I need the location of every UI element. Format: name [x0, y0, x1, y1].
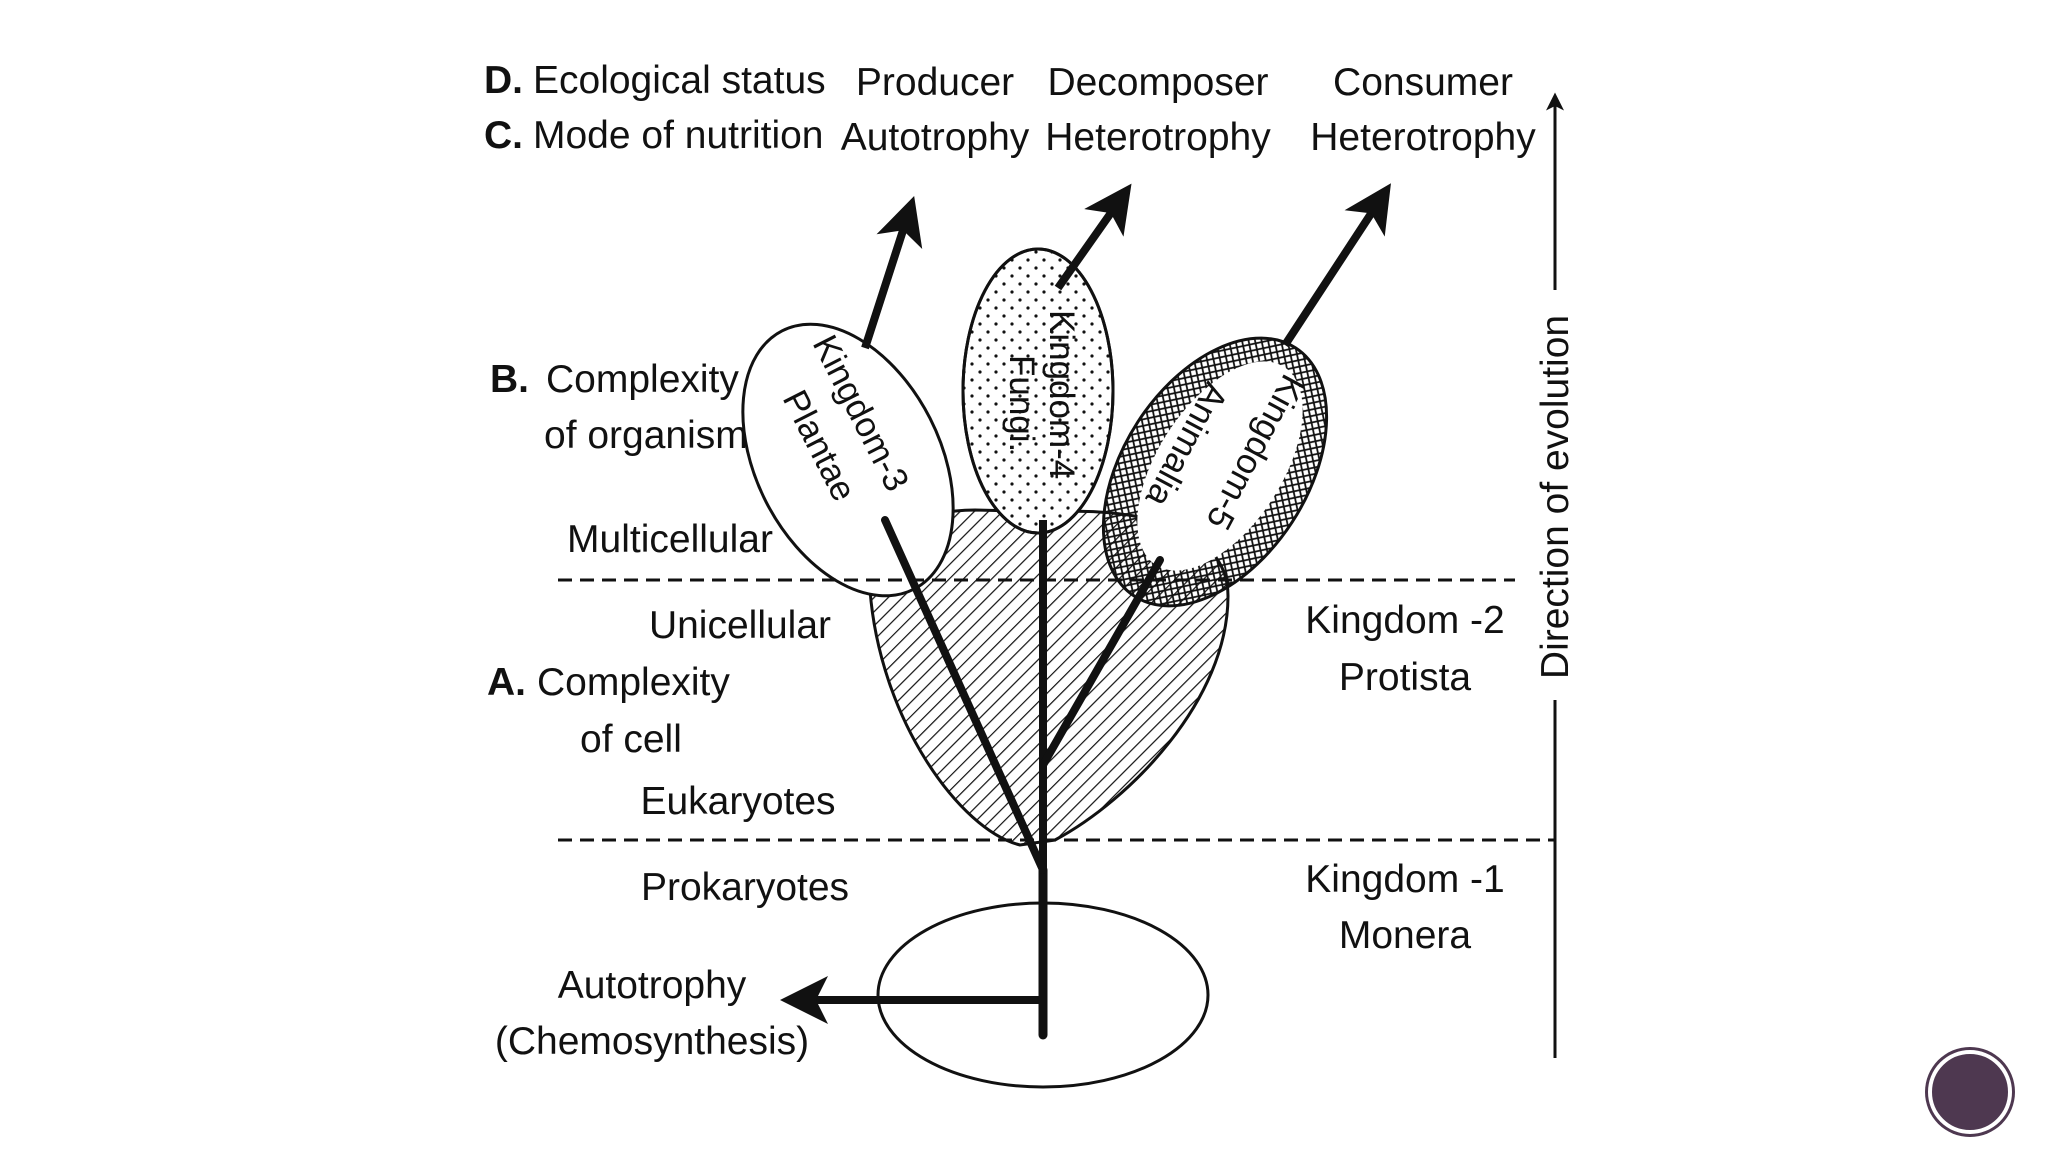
kingdom2-label: Kingdom -2	[1305, 599, 1504, 642]
level-c-text: Mode of nutrition	[533, 114, 824, 157]
level-b-letter: B.	[490, 358, 529, 401]
autotrophy-label: Autotrophy	[841, 116, 1030, 159]
animalia-branch	[1039, 556, 1164, 769]
level-a-line2: of cell	[580, 718, 682, 761]
consumer-label: Consumer	[1333, 61, 1513, 104]
kingdom4-name: Fungi.	[1002, 355, 1041, 452]
consumer-arrow	[1281, 183, 1391, 348]
animalia-label-window	[1137, 361, 1303, 571]
plantae-branch	[881, 516, 1047, 874]
unicellular-label: Unicellular	[649, 604, 831, 647]
decomposer-label: Decomposer	[1047, 61, 1268, 104]
level-d-letter: D.	[484, 59, 523, 102]
producer-arrow	[861, 195, 923, 350]
kingdom1-label: Kingdom -1	[1305, 858, 1504, 901]
decomposer-heterotrophy-label: Heterotrophy	[1045, 116, 1271, 159]
producer-label: Producer	[856, 61, 1014, 104]
chemosynthesis-line1: Autotrophy	[558, 964, 747, 1007]
level-a-letter: A.	[487, 661, 526, 704]
kingdom1-name: Monera	[1339, 914, 1472, 957]
kingdom2-name: Protista	[1339, 656, 1472, 699]
kingdom4-label: Kingdom-4	[1042, 310, 1081, 479]
eukaryotes-label: Eukaryotes	[640, 780, 835, 823]
level-b-line1: Complexity	[546, 358, 739, 401]
circle-nav-icon[interactable]	[1928, 1050, 2012, 1134]
fungi-ellipse-dotted	[961, 247, 1115, 535]
evolution-axis-label: Direction of evolution	[1534, 315, 1577, 679]
decomposer-arrow	[1054, 183, 1132, 291]
level-b-line2: of organism	[544, 414, 748, 457]
level-d-row: D.Ecological status	[484, 59, 826, 102]
level-d-text: Ecological status	[533, 59, 826, 102]
prokaryotes-label: Prokaryotes	[641, 866, 849, 909]
consumer-heterotrophy-label: Heterotrophy	[1310, 116, 1536, 159]
multicellular-label: Multicellular	[567, 518, 773, 561]
chemosynthesis-line2: (Chemosynthesis)	[495, 1020, 809, 1063]
level-c-row: C.Mode of nutrition	[484, 114, 824, 157]
level-c-letter: C.	[484, 114, 523, 157]
level-a-line1: Complexity	[537, 661, 730, 704]
